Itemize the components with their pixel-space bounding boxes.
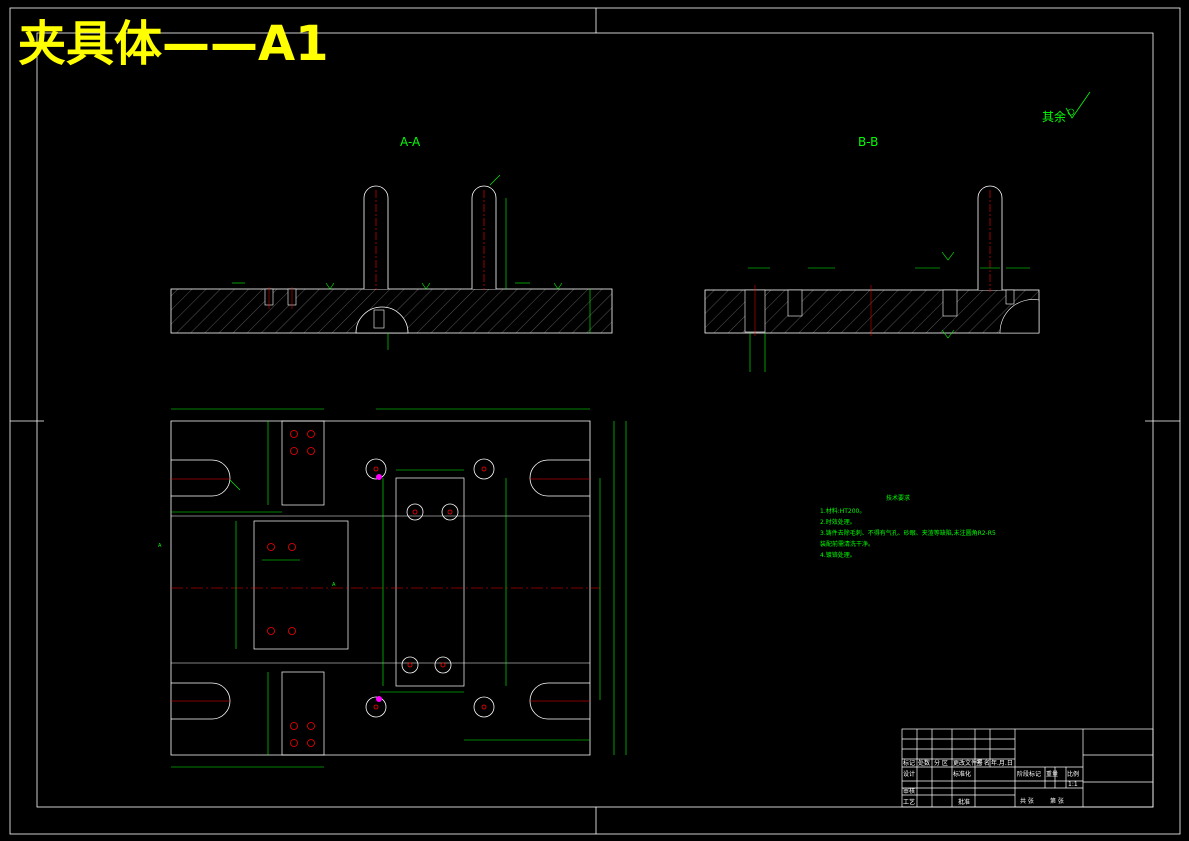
- section-bb-label: B-B: [858, 135, 878, 149]
- tech-req-heading: 技术要求: [886, 494, 910, 502]
- roughness-symbol: 其余: [1042, 91, 1091, 124]
- drawing-title: 夹具体——A1: [18, 16, 329, 72]
- tb-r3-c1: 审核: [903, 787, 915, 795]
- tb-r4-c4: 批准: [958, 798, 970, 806]
- tech-req-item-3: 3.铸件去除毛刺、不得有气孔、砂眼、夹渣等缺陷,未注圆角R2-R5: [820, 529, 996, 537]
- sheet-border: [9, 7, 1181, 835]
- tech-req-item-5: 4.镀铬处理。: [820, 551, 856, 559]
- section-marker-a-center: A: [332, 582, 336, 588]
- roughness-note: 其余: [1042, 109, 1066, 124]
- title-block: 标记 处数 分 区 更改文件号 签 名 年.月.日 设计 标准化 阶段标记 重量…: [901, 728, 1154, 808]
- tb-r4-c6: 第 张: [1050, 797, 1064, 805]
- tb-r1-c2: 处数: [918, 759, 930, 767]
- tb-r2-c1: 设计: [903, 770, 915, 778]
- tb-r2-c4: 标准化: [953, 770, 971, 778]
- tb-r1-c4: 更改文件号: [953, 759, 983, 767]
- tb-r3-scale: 1:1: [1068, 781, 1078, 788]
- tb-r1-c1: 标记: [903, 759, 915, 767]
- tb-r1-c3: 分 区: [934, 759, 948, 767]
- plan-view: A A: [158, 408, 627, 768]
- tb-r2-c7: 比例: [1067, 770, 1079, 778]
- tech-req-item-2: 2.时效处理。: [820, 518, 856, 526]
- section-aa-label: A-A: [400, 135, 421, 149]
- tb-r1-c6: 年.月.日: [991, 759, 1013, 767]
- technical-requirements: 技术要求 1.材料:HT200。 2.时效处理。 3.铸件去除毛刺、不得有气孔、…: [820, 494, 996, 559]
- tb-r1-c5: 签 名: [976, 759, 990, 767]
- section-marker-a-left: A: [158, 543, 162, 549]
- tech-req-item-1: 1.材料:HT200。: [820, 507, 865, 515]
- tb-r4-c1: 工艺: [903, 798, 915, 806]
- tb-r4-c5: 共 张: [1020, 797, 1034, 805]
- section-view-bb: B-B: [704, 135, 1040, 372]
- tb-r2-c6: 重量: [1046, 770, 1058, 778]
- section-view-aa: A-A: [170, 135, 613, 350]
- tech-req-item-4: 装配前需清洗干净。: [820, 540, 874, 548]
- tb-r2-c5: 阶段标记: [1017, 770, 1041, 778]
